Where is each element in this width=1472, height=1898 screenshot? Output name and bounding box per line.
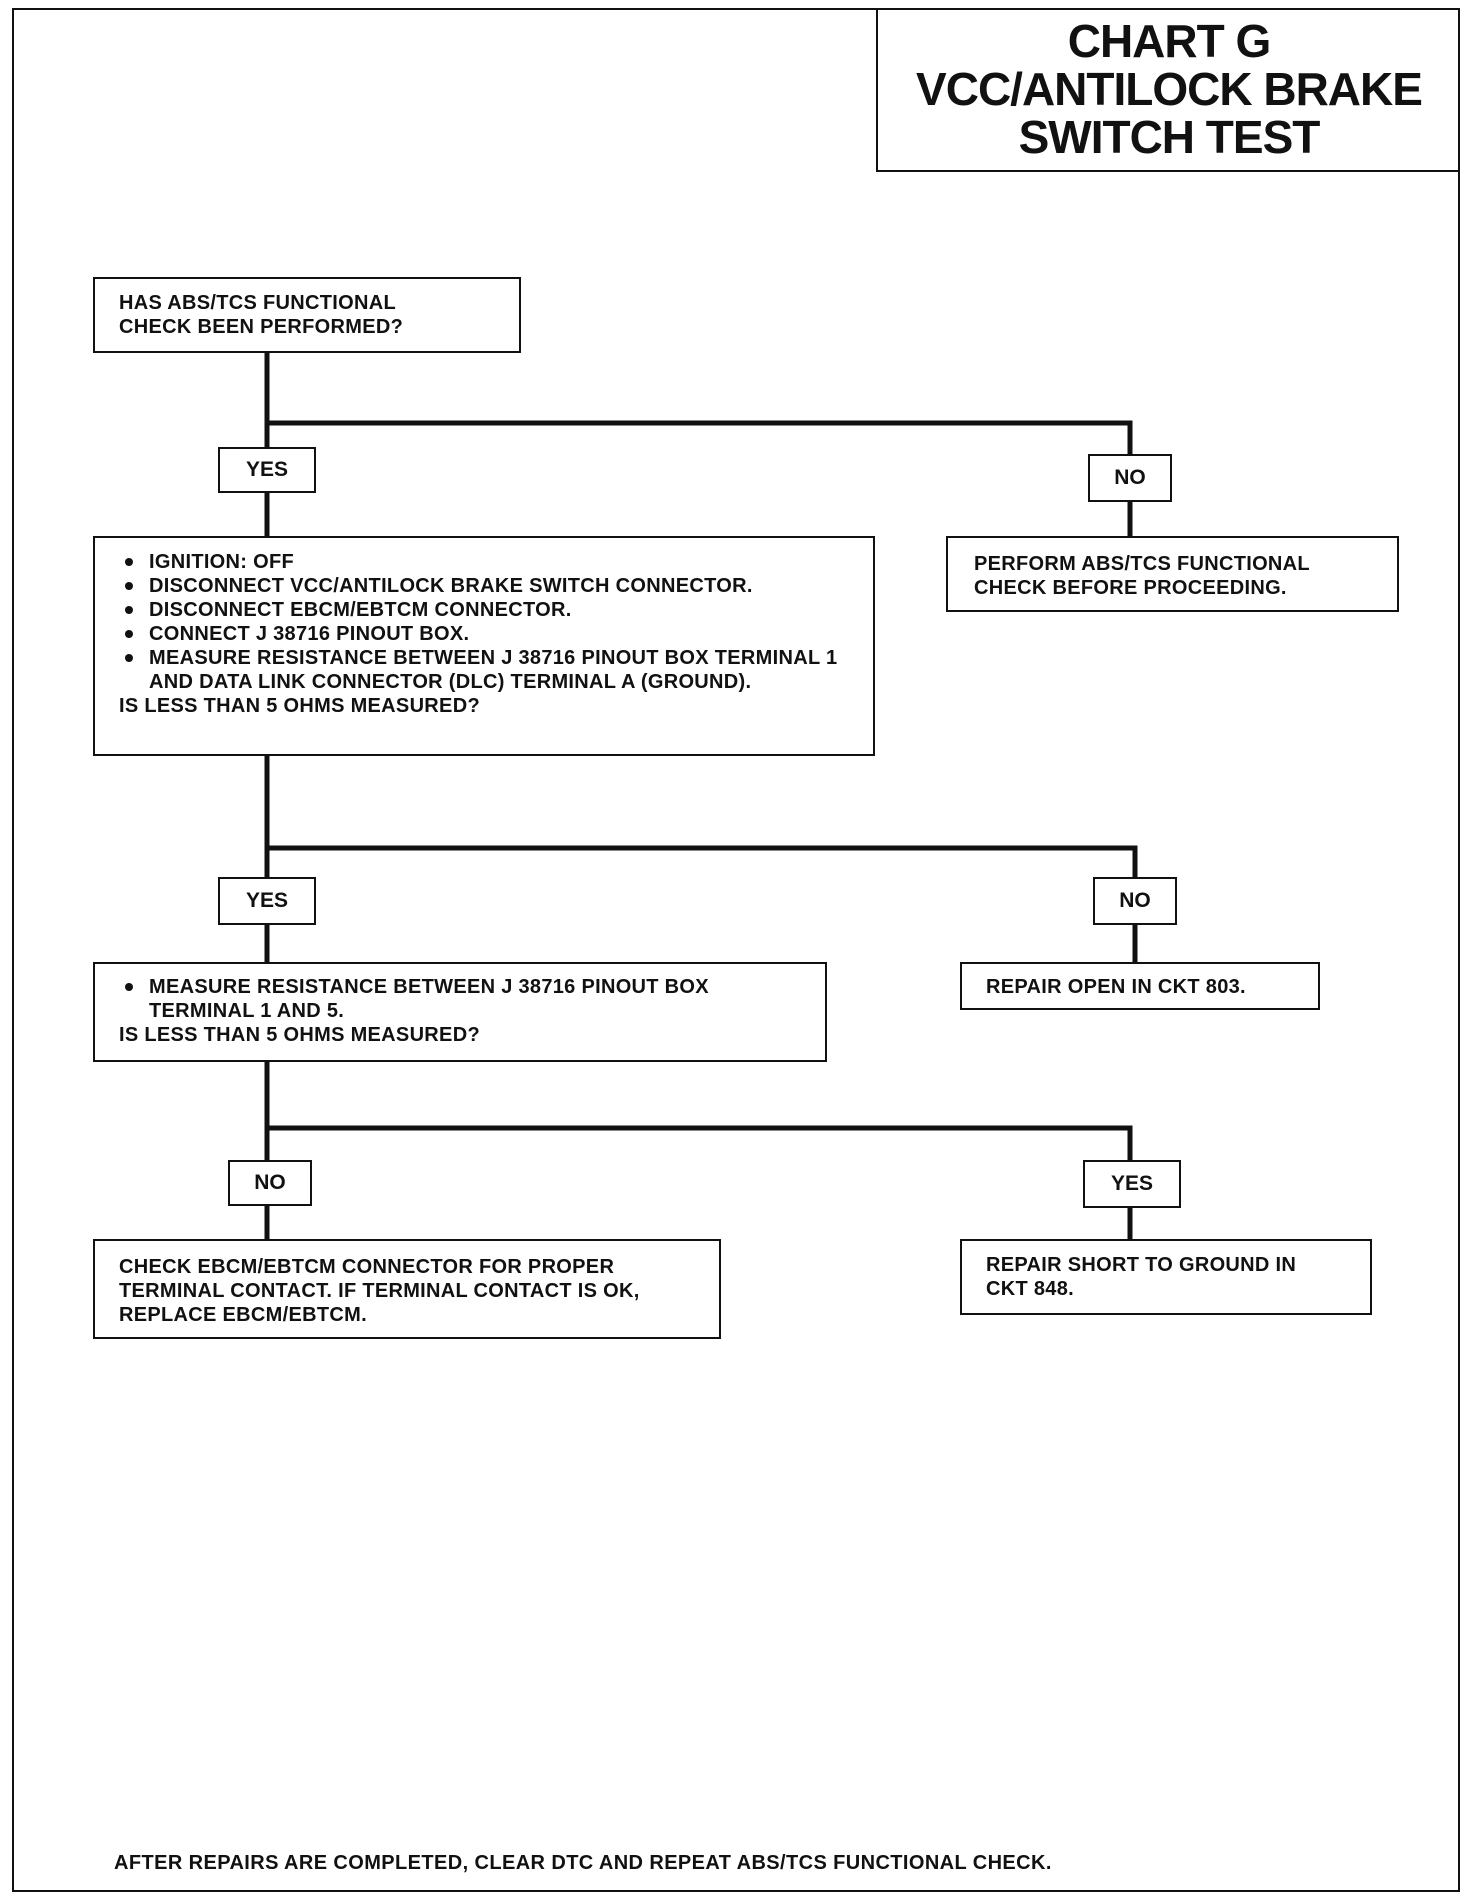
chart-title-line-3: SWITCH TEST [1018, 111, 1321, 164]
step-2-question-text: IS LESS THAN 5 OHMS MEASURED? [119, 695, 480, 717]
step-2-item: DISCONNECT EBCM/EBTCM CONNECTOR. [119, 598, 865, 622]
chart-title-line-1: CHART G [1067, 14, 1272, 67]
connector-q3-branch [267, 1125, 1133, 1160]
step-2-yes-label: YES [218, 877, 316, 925]
step-2-item: CONNECT J 38716 PINOUT BOX. [119, 622, 865, 646]
chart-title-line-2: VCC/ANTILOCK BRAKE [916, 62, 1423, 115]
step-3-checklist: MEASURE RESISTANCE BETWEEN J 38716 PINOU… [119, 975, 817, 1023]
step-2-item: DISCONNECT VCC/ANTILOCK BRAKE SWITCH CON… [119, 574, 865, 598]
step-3-question: MEASURE RESISTANCE BETWEEN J 38716 PINOU… [93, 962, 827, 1062]
connector-q1-branch [267, 420, 1133, 463]
step-3-yes-action: REPAIR SHORT TO GROUND IN CKT 848. [960, 1239, 1372, 1315]
page-frame [12, 8, 1460, 1892]
step-2-item: MEASURE RESISTANCE BETWEEN J 38716 PINOU… [119, 646, 865, 694]
step-3-no-action: CHECK EBCM/EBTCM CONNECTOR FOR PROPER TE… [93, 1239, 721, 1339]
step-1-no-label: NO [1088, 454, 1172, 502]
step-1-yes-label: YES [218, 447, 316, 493]
step-3-no-label: NO [228, 1160, 312, 1206]
step-3-yes-label: YES [1083, 1160, 1181, 1208]
step-2-no-label: NO [1093, 877, 1177, 925]
step-2-question: IGNITION: OFF DISCONNECT VCC/ANTILOCK BR… [93, 536, 875, 756]
step-3-item: MEASURE RESISTANCE BETWEEN J 38716 PINOU… [119, 975, 809, 1023]
step-1-question: HAS ABS/TCS FUNCTIONAL CHECK BEEN PERFOR… [93, 277, 521, 353]
step-2-item: IGNITION: OFF [119, 550, 865, 574]
step-1-no-action: PERFORM ABS/TCS FUNCTIONAL CHECK BEFORE … [946, 536, 1399, 612]
connector-q2-branch [267, 845, 1138, 880]
step-3-question-text: IS LESS THAN 5 OHMS MEASURED? [119, 1024, 480, 1046]
footer-note: AFTER REPAIRS ARE COMPLETED, CLEAR DTC A… [114, 1852, 1052, 1874]
chart-title-box: CHART G VCC/ANTILOCK BRAKE SWITCH TEST [876, 8, 1460, 172]
step-2-checklist: IGNITION: OFF DISCONNECT VCC/ANTILOCK BR… [119, 550, 865, 694]
step-2-no-action: REPAIR OPEN IN CKT 803. [960, 962, 1320, 1010]
